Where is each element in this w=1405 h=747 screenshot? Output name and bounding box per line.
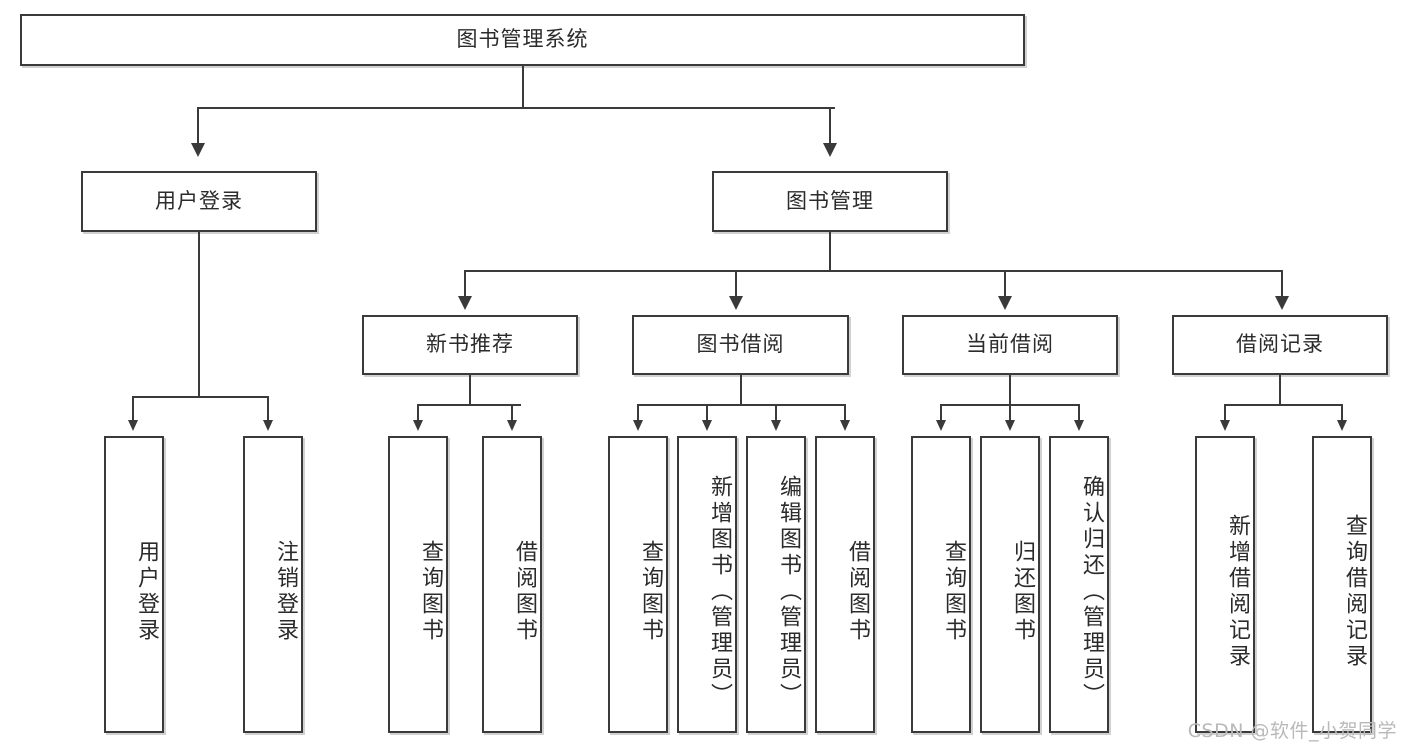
connector-to-leaf-query-borrow-record [1341, 404, 1343, 422]
node-label: 借阅图书 [512, 539, 537, 644]
connector-borrow-record-bus [1224, 404, 1342, 406]
node-label: 查询图书 [941, 539, 966, 644]
arrowhead-to-leaf-add-book [702, 420, 712, 431]
node-label: 借阅图书 [845, 539, 870, 644]
connector-to-leaf-add-book [706, 404, 708, 422]
arrowhead-to-leaf-user-login [128, 420, 138, 431]
connector-book-borrow-bus [637, 404, 844, 406]
connector-to-borrow-record [1281, 270, 1283, 298]
connector-to-leaf-confirm-return [1078, 404, 1080, 422]
connector-to-user-login [197, 107, 199, 145]
connector-to-leaf-user-login [132, 396, 134, 422]
arrowhead-to-leaf-query-book-3 [936, 420, 946, 431]
connector-current-borrow-stem [1009, 375, 1011, 404]
node-label: 注销登录 [273, 539, 298, 644]
node-label: 借阅记录 [1236, 332, 1324, 357]
node-new-book-recommend[interactable]: 新书推荐 [362, 315, 578, 375]
leaf-borrow-book-recommend[interactable]: 借阅图书 [482, 436, 542, 733]
arrowhead-to-user-login [191, 143, 205, 157]
connector-to-current-borrow [1004, 270, 1006, 298]
arrowhead-to-leaf-logout [263, 420, 273, 431]
node-label: 确认归还（管理员） [1079, 474, 1104, 709]
connector-book-management-stem [829, 232, 831, 270]
connector-to-leaf-query-book-1 [417, 404, 419, 422]
connector-to-leaf-query-book-2 [637, 404, 639, 422]
node-label: 新增借阅记录 [1225, 513, 1250, 670]
node-label: 用户登录 [134, 539, 159, 644]
node-label: 新增图书（管理员） [707, 474, 732, 709]
connector-new-book-recommend-bus [417, 404, 521, 406]
connector-level3-bus [464, 270, 1281, 272]
node-label: 查询借阅记录 [1342, 513, 1367, 670]
leaf-return-book[interactable]: 归还图书 [980, 436, 1040, 733]
connector-to-leaf-logout [267, 396, 269, 422]
node-label: 归还图书 [1010, 539, 1035, 644]
node-label: 图书管理系统 [456, 27, 589, 52]
arrowhead-to-leaf-borrow-book-1 [507, 420, 517, 431]
leaf-query-borrow-record[interactable]: 查询借阅记录 [1312, 436, 1372, 733]
node-current-borrow[interactable]: 当前借阅 [902, 315, 1118, 375]
leaf-confirm-return-admin[interactable]: 确认归还（管理员） [1049, 436, 1109, 733]
node-label: 查询图书 [638, 539, 663, 644]
arrowhead-to-leaf-confirm-return [1074, 420, 1084, 431]
connector-level2-bus [197, 107, 835, 109]
leaf-logout[interactable]: 注销登录 [243, 436, 303, 733]
connector-to-leaf-borrow-book-1 [511, 404, 513, 422]
node-label: 图书借阅 [696, 332, 785, 357]
connector-user-login-stem [198, 232, 200, 396]
arrowhead-to-leaf-edit-book [771, 420, 781, 431]
leaf-user-login[interactable]: 用户登录 [104, 436, 164, 733]
connector-to-book-management [829, 107, 831, 145]
node-book-management[interactable]: 图书管理 [712, 171, 948, 232]
arrowhead-to-book-management [823, 143, 837, 157]
node-book-borrow[interactable]: 图书借阅 [632, 315, 849, 375]
watermark-csdn: CSDN @软件_小贺同学 [1187, 720, 1397, 742]
connector-to-leaf-edit-book [775, 404, 777, 422]
connector-to-leaf-borrow-book-2 [844, 404, 846, 422]
arrowhead-to-current-borrow [998, 296, 1012, 310]
leaf-edit-book-admin[interactable]: 编辑图书（管理员） [746, 436, 806, 733]
leaf-query-book-current[interactable]: 查询图书 [911, 436, 971, 733]
leaf-add-book-admin[interactable]: 新增图书（管理员） [677, 436, 737, 733]
connector-to-leaf-return-book [1009, 404, 1011, 422]
connector-to-leaf-add-borrow-record [1224, 404, 1226, 422]
connector-root-stem [522, 66, 524, 107]
node-label: 查询图书 [418, 539, 443, 644]
connector-book-borrow-stem [740, 375, 742, 404]
leaf-query-book-recommend[interactable]: 查询图书 [388, 436, 448, 733]
node-label: 当前借阅 [966, 332, 1054, 357]
node-label: 用户登录 [155, 188, 243, 213]
node-root-book-management-system[interactable]: 图书管理系统 [20, 14, 1025, 66]
arrowhead-to-borrow-record [1275, 296, 1289, 310]
connector-new-book-recommend-stem [469, 375, 471, 404]
leaf-borrow-book-borrow[interactable]: 借阅图书 [815, 436, 875, 733]
arrowhead-to-leaf-return-book [1005, 420, 1015, 431]
connector-user-login-bus [132, 396, 267, 398]
arrowhead-to-leaf-query-borrow-record [1337, 420, 1347, 431]
connector-to-new-book-recommend [464, 270, 466, 298]
arrowhead-to-leaf-query-book-2 [633, 420, 643, 431]
node-label: 新书推荐 [426, 332, 514, 357]
leaf-query-book-borrow[interactable]: 查询图书 [608, 436, 668, 733]
leaf-add-borrow-record[interactable]: 新增借阅记录 [1195, 436, 1255, 733]
arrowhead-to-new-book-recommend [458, 296, 472, 310]
arrowhead-to-book-borrow [729, 296, 743, 310]
node-label: 图书管理 [786, 188, 874, 213]
connector-to-leaf-query-book-3 [940, 404, 942, 422]
connector-borrow-record-stem [1279, 375, 1281, 404]
node-label: 编辑图书（管理员） [776, 474, 801, 709]
node-user-login[interactable]: 用户登录 [81, 171, 317, 232]
arrowhead-to-leaf-borrow-book-2 [840, 420, 850, 431]
node-borrow-record[interactable]: 借阅记录 [1172, 315, 1388, 375]
arrowhead-to-leaf-query-book-1 [413, 420, 423, 431]
connector-to-book-borrow [735, 270, 737, 298]
arrowhead-to-leaf-add-borrow-record [1220, 420, 1230, 431]
